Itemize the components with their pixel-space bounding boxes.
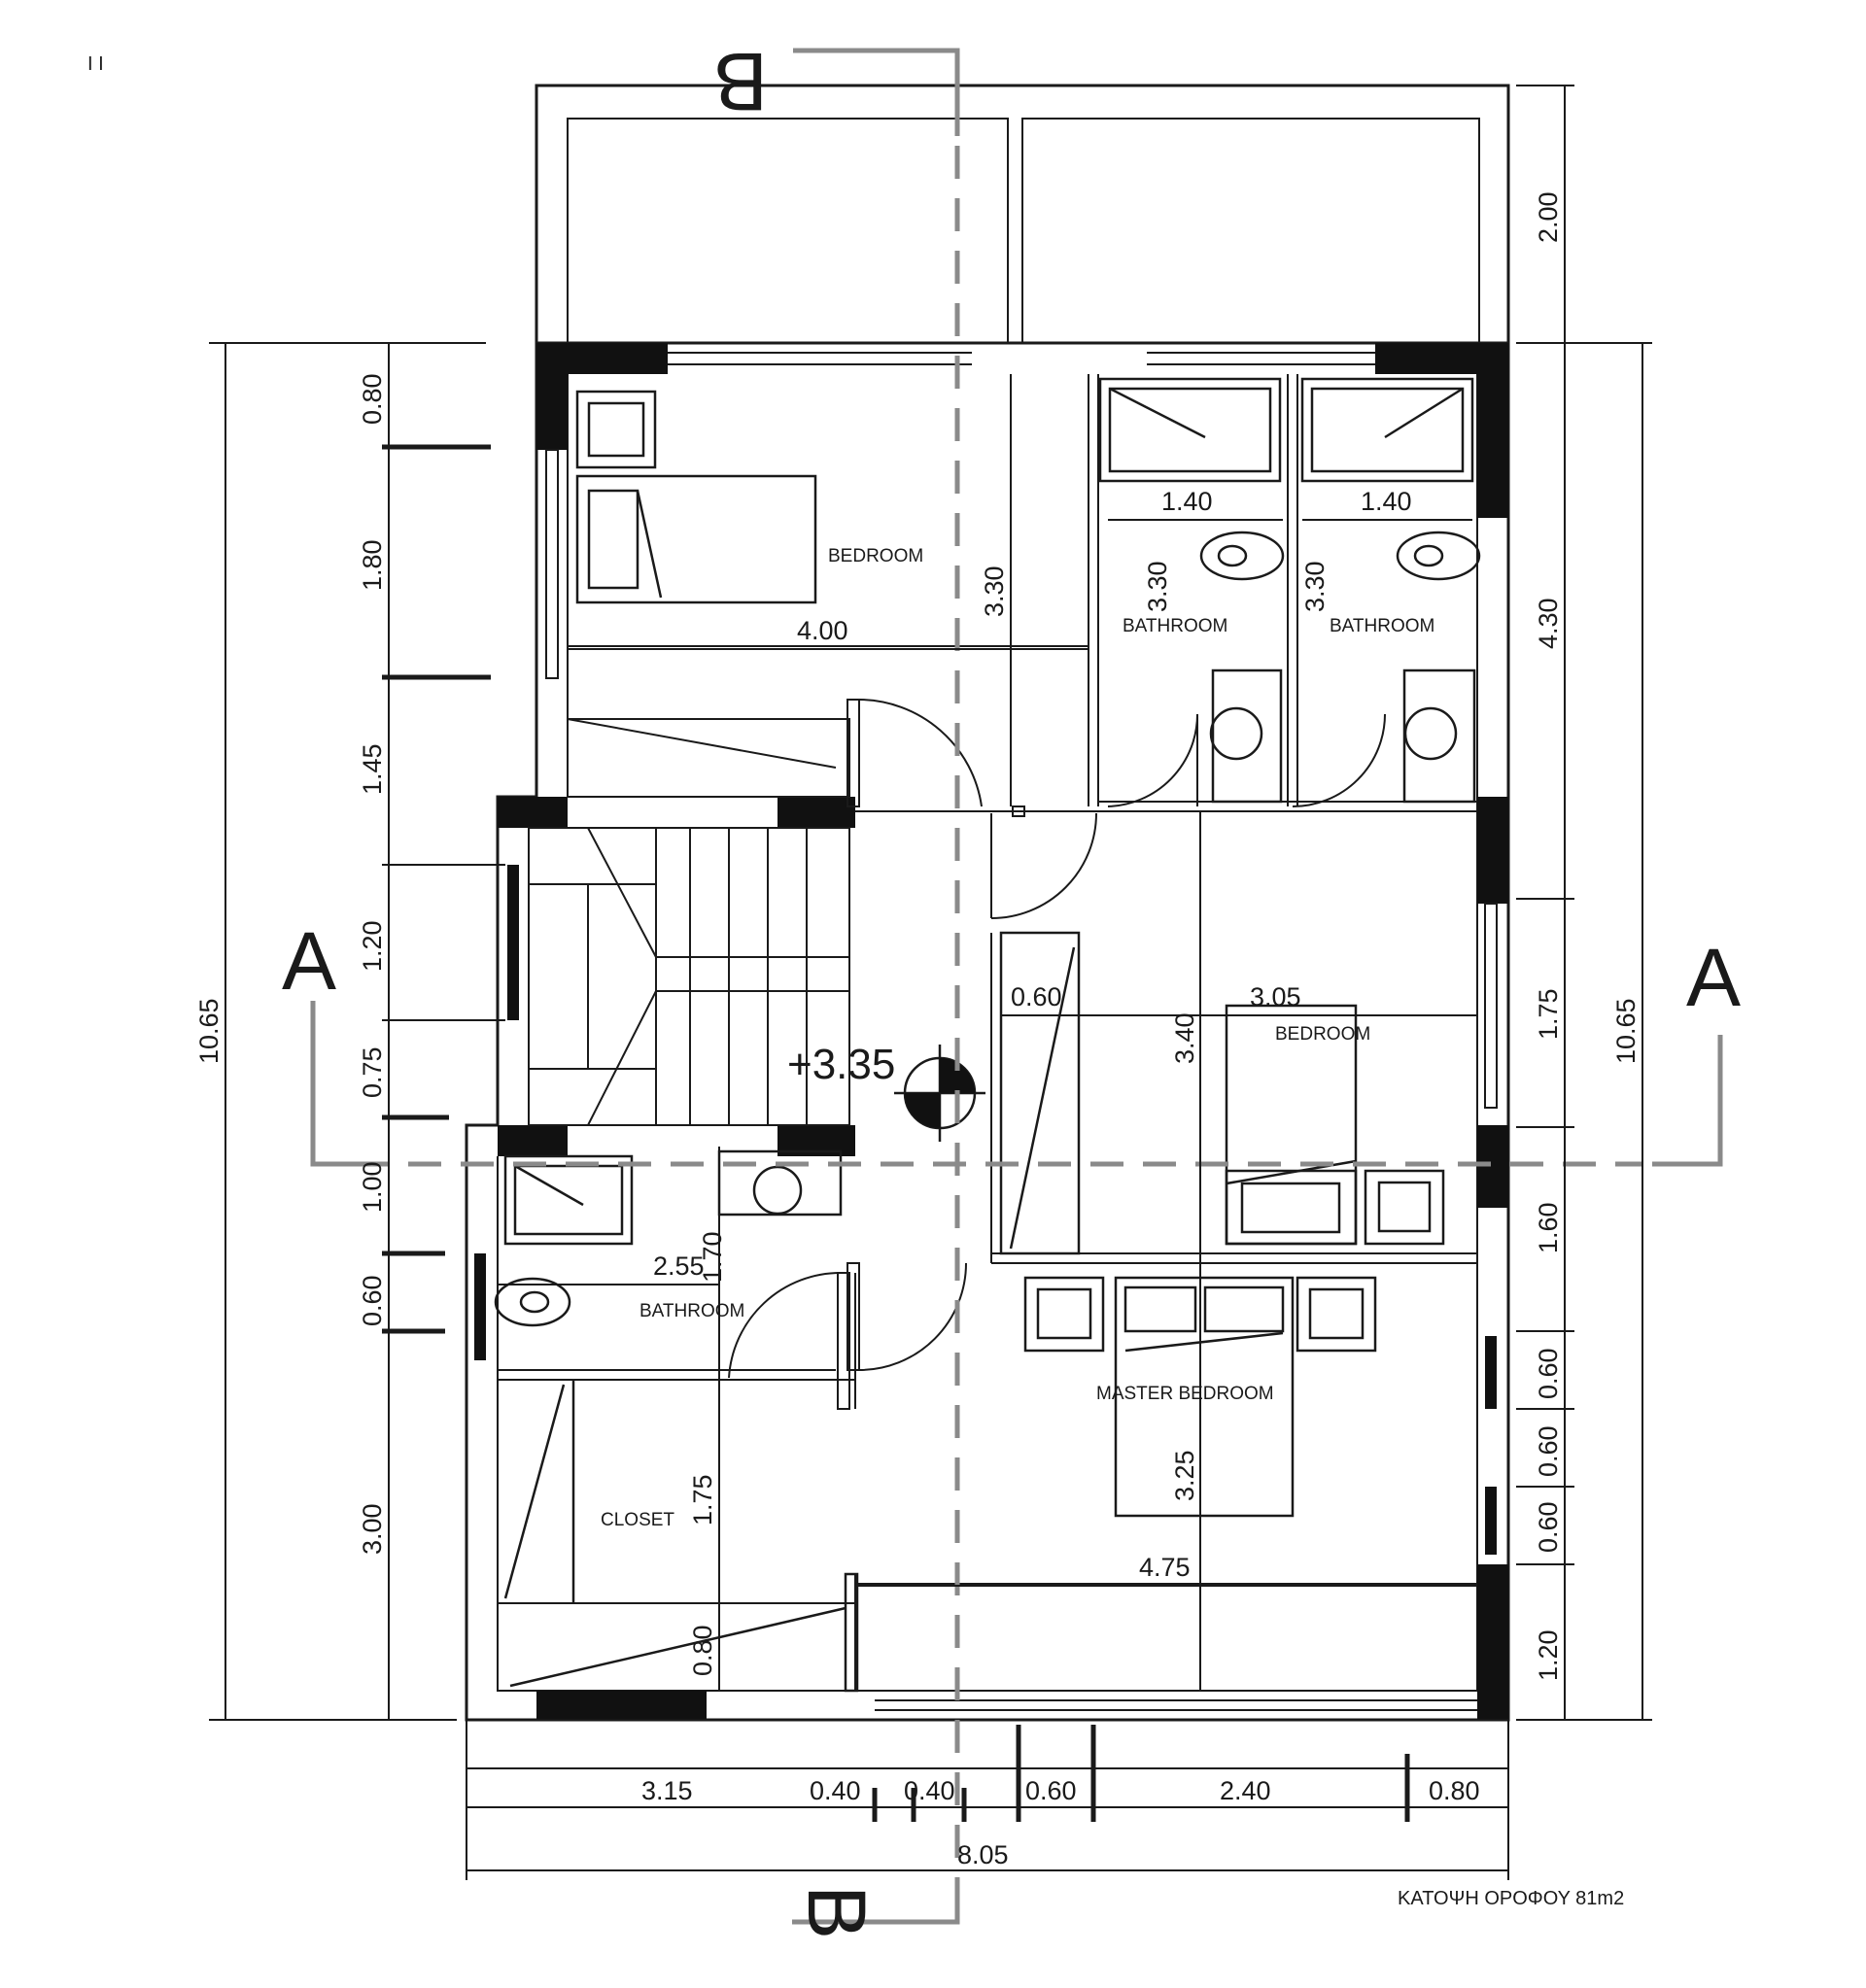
dim-bedroom-width: 4.00 bbox=[797, 616, 848, 645]
dim-bottom-4: 0.60 bbox=[1025, 1776, 1077, 1805]
dim-right-4: 1.60 bbox=[1534, 1202, 1563, 1253]
section-a-left-label: A bbox=[282, 915, 336, 1007]
dim-left-4: 1.20 bbox=[358, 920, 387, 972]
dim-bedroom2-height: 3.40 bbox=[1170, 1012, 1199, 1064]
dim-bedroom2-width: 3.05 bbox=[1250, 982, 1301, 1011]
corner-mark: I I bbox=[87, 53, 104, 75]
dim-right-2: 4.30 bbox=[1534, 598, 1563, 649]
dim-left-3: 1.45 bbox=[358, 743, 387, 795]
dim-bottom-2: 0.40 bbox=[810, 1776, 861, 1805]
fixtures bbox=[494, 377, 1481, 1693]
dim-left-6: 1.00 bbox=[358, 1161, 387, 1213]
dim-bottom-5: 2.40 bbox=[1220, 1776, 1271, 1805]
dim-bath1-width: 1.40 bbox=[1161, 487, 1213, 516]
room-label-closet: CLOSET bbox=[601, 1510, 674, 1530]
section-a-right-label: A bbox=[1686, 932, 1741, 1023]
dim-closet-height: 1.75 bbox=[688, 1474, 717, 1525]
dim-left-2: 1.80 bbox=[358, 539, 387, 591]
dim-bath3-height: 1.70 bbox=[698, 1231, 727, 1283]
dim-bottom-1: 3.15 bbox=[641, 1776, 693, 1805]
section-b-bottom-label: B bbox=[791, 1885, 882, 1939]
dim-right-1: 2.00 bbox=[1534, 191, 1563, 243]
room-label-bathroom-1: BATHROOM bbox=[1123, 616, 1227, 636]
dim-bath2-height: 3.30 bbox=[1300, 561, 1330, 612]
dim-bottom-total: 8.05 bbox=[957, 1840, 1009, 1869]
room-label-bathroom-3: BATHROOM bbox=[639, 1301, 744, 1321]
doors bbox=[728, 699, 1386, 1410]
exterior-walls bbox=[465, 341, 1510, 1769]
dim-left-1: 0.80 bbox=[358, 373, 387, 425]
dim-bath1-height: 3.30 bbox=[1143, 561, 1172, 612]
dim-right-8: 1.20 bbox=[1534, 1629, 1563, 1681]
section-lines bbox=[310, 48, 1723, 1925]
dim-closet-bottom: 0.80 bbox=[688, 1625, 717, 1676]
dim-right-6: 0.60 bbox=[1534, 1425, 1563, 1477]
dim-master-height: 3.25 bbox=[1170, 1450, 1199, 1501]
room-label-master-bedroom: MASTER BEDROOM bbox=[1096, 1384, 1274, 1404]
dim-right-7: 0.60 bbox=[1534, 1501, 1563, 1553]
level-marker: +3.35 bbox=[787, 1041, 985, 1142]
level-label: +3.35 bbox=[787, 1041, 895, 1088]
dimension-lines bbox=[209, 85, 1652, 1880]
dim-left-total: 10.65 bbox=[194, 998, 224, 1064]
dim-left-5: 0.75 bbox=[358, 1046, 387, 1098]
dim-wardrobe-depth: 0.60 bbox=[1011, 982, 1062, 1011]
plan-caption: ΚΑΤΟΨΗ ΟΡΟΦΟΥ 81m2 bbox=[1398, 1888, 1624, 1909]
section-b-top-label: B bbox=[713, 36, 768, 127]
balcony bbox=[535, 84, 1510, 345]
room-label-bedroom-2: BEDROOM bbox=[1275, 1024, 1370, 1045]
dim-right-total: 10.65 bbox=[1611, 998, 1641, 1064]
dim-bottom-3: 0.40 bbox=[904, 1776, 955, 1805]
dim-right-5: 0.60 bbox=[1534, 1348, 1563, 1399]
dim-bedroom-height: 3.30 bbox=[980, 566, 1009, 617]
room-label-bedroom: BEDROOM bbox=[828, 546, 923, 566]
dim-bath2-width: 1.40 bbox=[1361, 487, 1412, 516]
dim-bath3-width: 2.55 bbox=[653, 1251, 705, 1281]
dim-left-7: 0.60 bbox=[358, 1275, 387, 1326]
dim-right-3: 1.75 bbox=[1534, 988, 1563, 1040]
dim-master-width: 4.75 bbox=[1139, 1553, 1191, 1582]
dim-bottom-6: 0.80 bbox=[1429, 1776, 1480, 1805]
room-label-bathroom-2: BATHROOM bbox=[1330, 616, 1434, 636]
dim-left-8: 3.00 bbox=[358, 1503, 387, 1555]
